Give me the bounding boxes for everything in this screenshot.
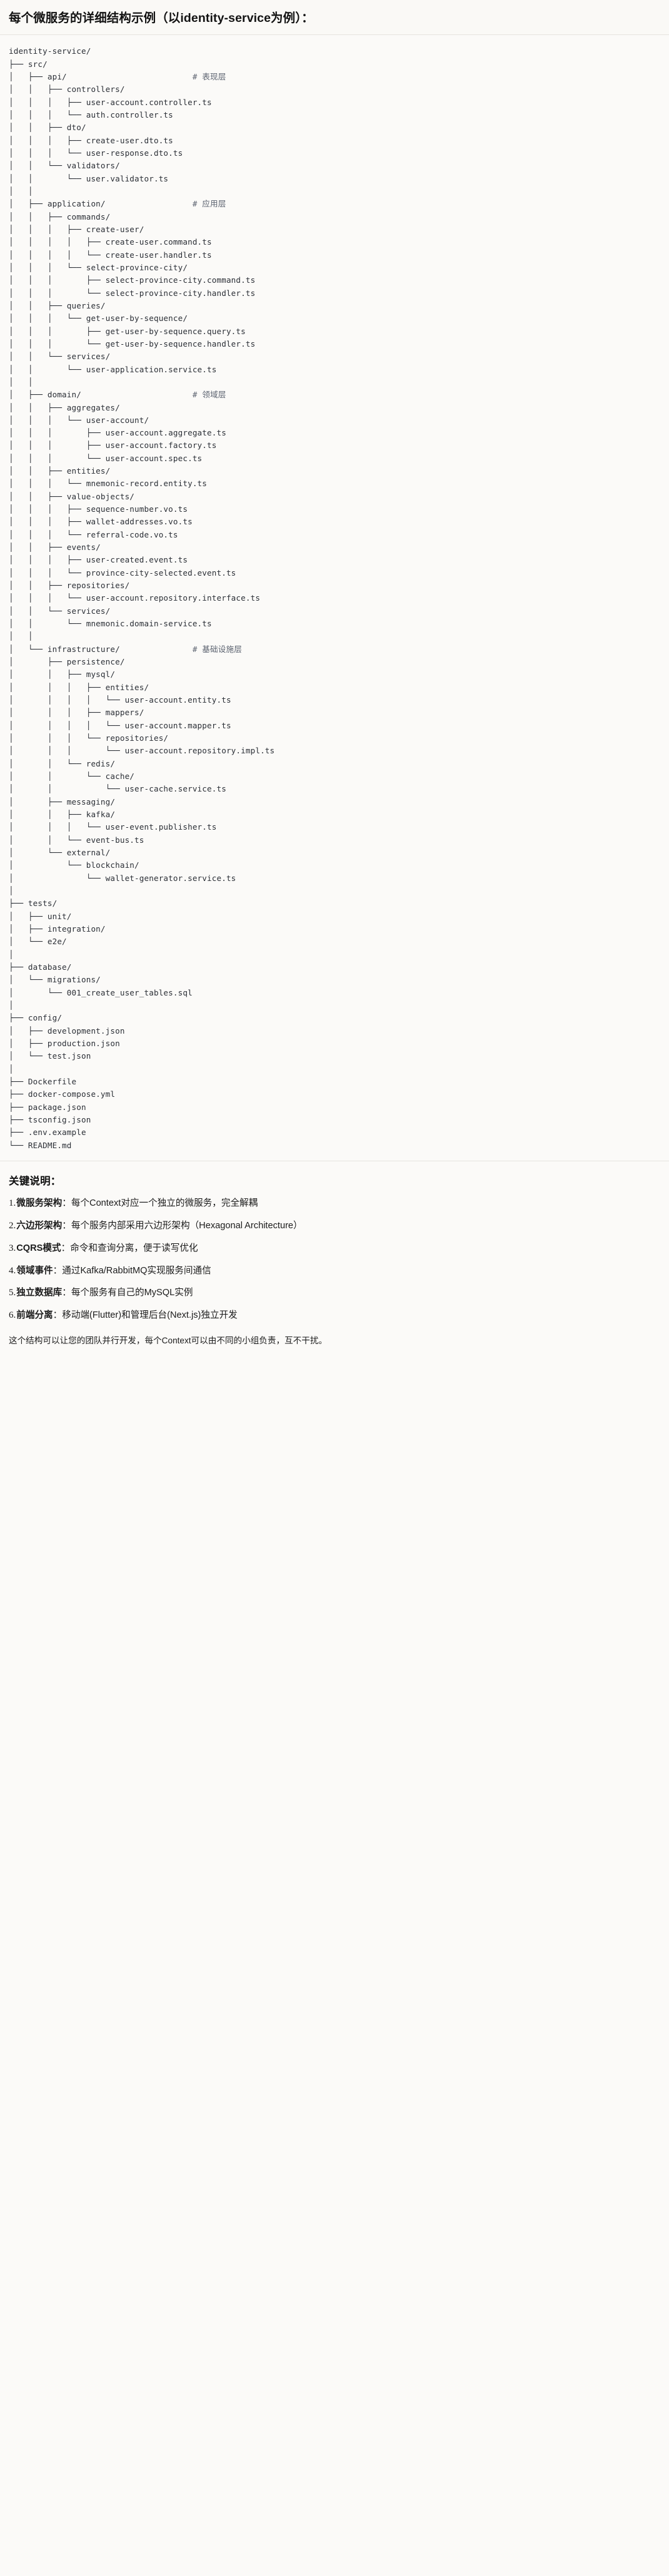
- note-item: 2. 六边形架构 ： 每个服务内部采用六边形架构（Hexagonal Archi…: [9, 1219, 660, 1233]
- tree-comment: # 应用层: [192, 199, 226, 209]
- note-term: 独立数据库: [16, 1288, 63, 1298]
- note-item: 1. 微服务架构 ： 每个Context对应一个独立的微服务，完全解耦: [9, 1196, 660, 1211]
- note-description: 每个服务内部采用六边形架构（Hexagonal Architecture）: [71, 1220, 303, 1231]
- note-number: 6.: [9, 1310, 16, 1321]
- tree-comment: # 领域层: [192, 390, 226, 400]
- directory-tree: identity-service/ ├── src/ │ ├── api/ # …: [9, 45, 660, 1152]
- note-separator: ：: [62, 1288, 71, 1298]
- tree-comment: # 表现层: [192, 71, 226, 81]
- note-term: 领域事件: [16, 1265, 53, 1276]
- note-number: 5.: [9, 1288, 16, 1298]
- note-number: 3.: [9, 1243, 16, 1253]
- note-separator: ：: [53, 1310, 63, 1321]
- note-separator: ：: [53, 1265, 63, 1276]
- note-description: 通过Kafka/RabbitMQ实现服务间通信: [62, 1265, 211, 1276]
- directory-tree-block: identity-service/ ├── src/ │ ├── api/ # …: [0, 35, 669, 1161]
- note-item: 4. 领域事件 ： 通过Kafka/RabbitMQ实现服务间通信: [9, 1264, 660, 1278]
- note-separator: ：: [61, 1243, 71, 1253]
- note-item: 3. CQRS模式 ： 命令和查询分离，便于读写优化: [9, 1241, 660, 1256]
- tree-comment: # 基础设施层: [192, 644, 243, 654]
- note-term: CQRS模式: [16, 1243, 61, 1253]
- note-term: 微服务架构: [16, 1198, 63, 1208]
- note-description: 移动端(Flutter)和管理后台(Next.js)独立开发: [62, 1310, 238, 1321]
- document-header: 每个微服务的详细结构示例（以identity-service为例）：: [0, 0, 669, 36]
- key-notes-footer: 这个结构可以让您的团队并行开发，每个Context可以由不同的小组负责，互不干扰…: [9, 1336, 328, 1346]
- note-item: 6. 前端分离 ： 移动端(Flutter)和管理后台(Next.js)独立开发: [9, 1308, 660, 1323]
- note-term: 六边形架构: [16, 1220, 63, 1231]
- note-description: 每个服务有自己的MySQL实例: [71, 1288, 193, 1298]
- note-number: 1.: [9, 1198, 16, 1208]
- key-notes-section: 关键说明： 1. 微服务架构 ： 每个Context对应一个独立的微服务，完全解…: [0, 1161, 669, 1362]
- key-notes-title: 关键说明：: [9, 1175, 61, 1187]
- note-term: 前端分离: [16, 1310, 53, 1321]
- note-number: 4.: [9, 1265, 16, 1276]
- note-number: 2.: [9, 1220, 16, 1231]
- page-title: 每个微服务的详细结构示例（以identity-service为例）：: [9, 11, 314, 25]
- note-separator: ：: [62, 1198, 71, 1208]
- note-item: 5. 独立数据库 ： 每个服务有自己的MySQL实例: [9, 1286, 660, 1300]
- note-separator: ：: [62, 1220, 71, 1231]
- directory-tree-code: identity-service/ ├── src/ │ ├── api/ # …: [9, 46, 275, 1150]
- note-description: 命令和查询分离，便于读写优化: [70, 1243, 198, 1253]
- note-description: 每个Context对应一个独立的微服务，完全解耦: [71, 1198, 258, 1208]
